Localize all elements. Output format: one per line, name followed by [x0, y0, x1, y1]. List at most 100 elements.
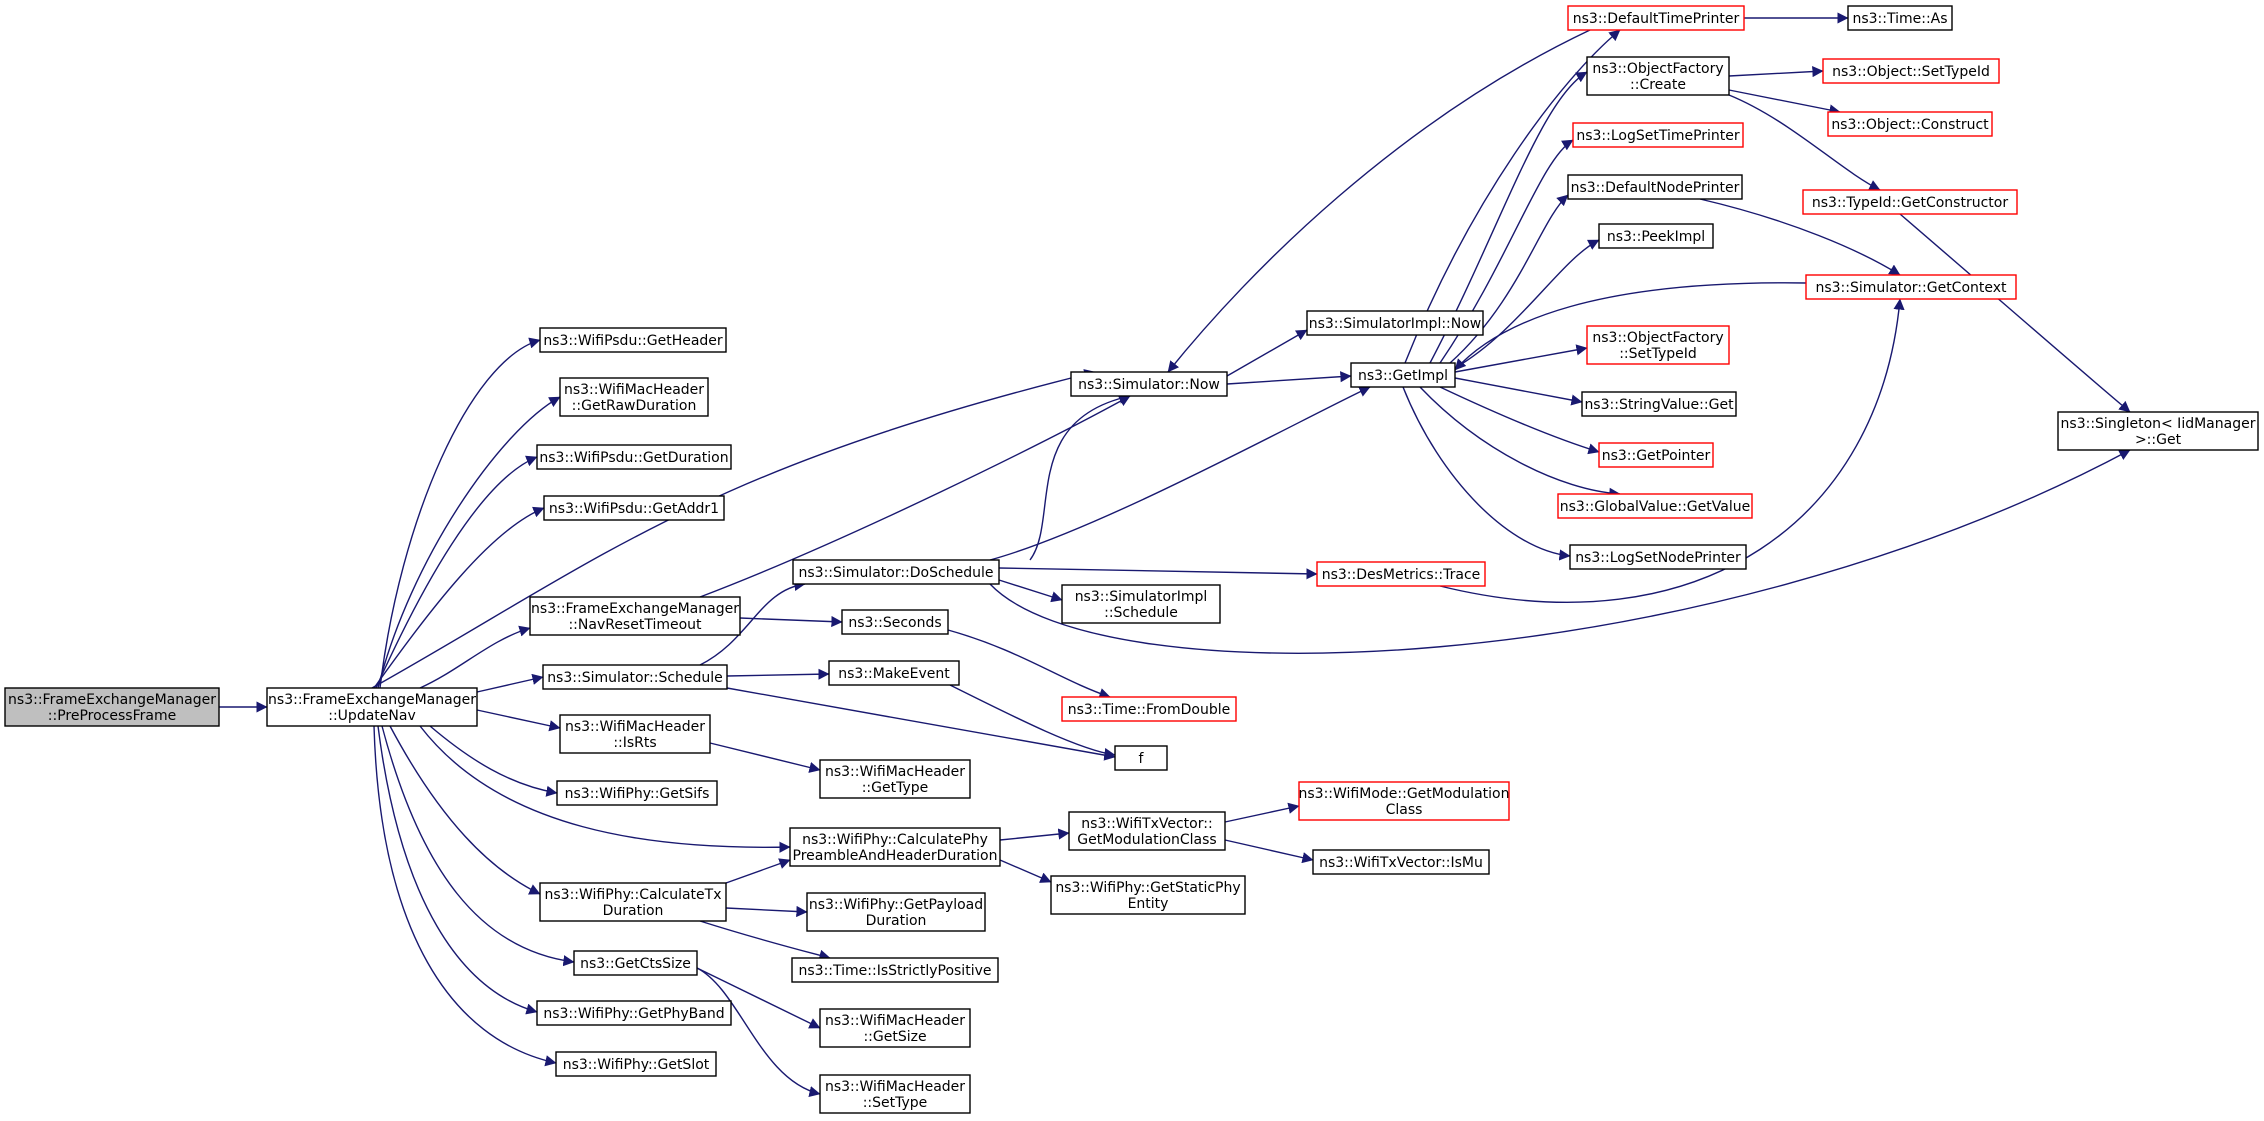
node-n42[interactable]: ns3::PeekImpl — [1598, 223, 1714, 249]
node-n0: ns3::FrameExchangeManager::PreProcessFra… — [4, 687, 220, 727]
edge-n36-to-n40 — [1728, 94, 1881, 191]
node-n15[interactable]: ns3::Simulator::DoSchedule — [792, 559, 1000, 585]
node-box — [536, 1000, 732, 1026]
edge-n1-to-n11 — [381, 725, 575, 967]
edge-n41-to-n43 — [1699, 198, 1901, 276]
node-box — [1298, 781, 1510, 821]
edge-n1-to-n7 — [476, 673, 544, 693]
node-n1[interactable]: ns3::FrameExchangeManager::UpdateNav — [266, 687, 478, 727]
node-label: ::Create — [1630, 77, 1686, 93]
node-n2[interactable]: ns3::WifiPsdu::GetHeader — [539, 327, 727, 353]
node-n5[interactable]: ns3::WifiPsdu::GetAddr1 — [543, 495, 725, 521]
node-label: ns3::WifiPsdu::GetHeader — [543, 333, 723, 349]
node-n24[interactable]: ns3::WifiMacHeader::SetType — [819, 1074, 971, 1114]
node-n12[interactable]: ns3::WifiPhy::GetPhyBand — [536, 1000, 732, 1026]
node-n48[interactable]: ns3::LogSetNodePrinter — [1569, 544, 1747, 570]
node-n40[interactable]: ns3::TypeId::GetConstructor — [1802, 189, 2018, 215]
node-n49[interactable]: ns3::Singleton< IidManager>::Get — [2057, 411, 2259, 451]
node-n9[interactable]: ns3::WifiPhy::GetSifs — [556, 780, 718, 806]
edge-n26-to-n48 — [1402, 386, 1571, 561]
node-label: ns3::WifiPhy::CalculatePhy — [802, 832, 988, 848]
node-box — [543, 495, 725, 521]
edge-n15-to-n26 — [989, 386, 1371, 561]
node-n14[interactable]: ns3::Simulator::Now — [1070, 371, 1228, 397]
node-box — [1569, 544, 1747, 570]
node-n11[interactable]: ns3::GetCtsSize — [573, 950, 698, 976]
edge-n10-to-n21 — [725, 905, 808, 918]
node-n16[interactable]: ns3::Seconds — [841, 609, 949, 635]
node-label: ns3::WifiPhy::GetSlot — [563, 1057, 710, 1073]
node-n44[interactable]: ns3::ObjectFactory::SetTypeId — [1586, 325, 1730, 365]
node-n8[interactable]: ns3::WifiMacHeader::IsRts — [559, 714, 711, 754]
node-n43[interactable]: ns3::Simulator::GetContext — [1805, 274, 2017, 300]
node-n45[interactable]: ns3::StringValue::Get — [1581, 391, 1737, 417]
node-box — [556, 780, 718, 806]
node-box — [1061, 584, 1221, 624]
node-n47[interactable]: ns3::GlobalValue::GetValue — [1557, 493, 1753, 519]
node-box — [1598, 223, 1714, 249]
node-box — [1822, 58, 2000, 84]
node-n41[interactable]: ns3::DefaultNodePrinter — [1567, 174, 1743, 200]
node-n17[interactable]: ns3::MakeEvent — [828, 660, 960, 686]
edge-n16-to-n29 — [947, 629, 1111, 699]
node-n38[interactable]: ns3::Object::Construct — [1827, 111, 1993, 137]
node-n18[interactable]: f — [1114, 745, 1168, 771]
node-label: ns3::GetCtsSize — [580, 956, 691, 972]
node-box — [1350, 362, 1456, 388]
node-n25[interactable]: ns3::SimulatorImpl::Now — [1306, 310, 1484, 336]
node-n34[interactable]: ns3::DefaultTimePrinter — [1567, 5, 1745, 31]
node-n46[interactable]: ns3::GetPointer — [1598, 442, 1714, 468]
node-n27[interactable]: ns3::SimulatorImpl::Schedule — [1061, 584, 1221, 624]
edge-n1-to-n5 — [373, 506, 545, 689]
node-n36[interactable]: ns3::ObjectFactory::Create — [1586, 56, 1730, 96]
node-label: ns3::SimulatorImpl — [1075, 589, 1208, 605]
node-label: ns3::DesMetrics::Trace — [1322, 567, 1481, 583]
node-box — [1557, 493, 1753, 519]
edge-n10-to-n20 — [725, 858, 791, 884]
node-n37[interactable]: ns3::Object::SetTypeId — [1822, 58, 2000, 84]
node-box — [828, 660, 960, 686]
node-label: ::NavResetTimeout — [568, 617, 702, 633]
node-n7[interactable]: ns3::Simulator::Schedule — [542, 664, 728, 690]
node-n23[interactable]: ns3::WifiMacHeader::GetSize — [819, 1008, 971, 1048]
node-n30[interactable]: ns3::WifiTxVector::GetModulationClass — [1068, 811, 1226, 851]
node-box — [1567, 174, 1743, 200]
edge-n11-to-n23 — [696, 967, 821, 1029]
edge-n10-to-n22 — [699, 920, 831, 961]
node-n19[interactable]: ns3::WifiMacHeader::GetType — [819, 759, 971, 799]
edge-n26-to-n41 — [1449, 194, 1569, 364]
node-n13[interactable]: ns3::WifiPhy::GetSlot — [555, 1051, 717, 1077]
node-label: ns3::Time::FromDouble — [1068, 702, 1231, 718]
node-label: ns3::LogSetNodePrinter — [1575, 550, 1741, 566]
node-box — [1070, 371, 1228, 397]
edge-n8-to-n19 — [709, 742, 821, 773]
node-n29[interactable]: ns3::Time::FromDouble — [1061, 696, 1237, 722]
node-n6[interactable]: ns3::FrameExchangeManager::NavResetTimeo… — [529, 596, 741, 636]
edge-n26-to-n42 — [1454, 239, 1600, 369]
node-n32[interactable]: ns3::WifiMode::GetModulationClass — [1298, 781, 1510, 821]
node-label: ns3::StringValue::Get — [1584, 397, 1734, 413]
edge-n30-to-n32 — [1224, 802, 1300, 823]
node-label: ns3::Object::Construct — [1831, 117, 1989, 133]
node-label: ns3::FrameExchangeManager — [531, 601, 739, 617]
node-n22[interactable]: ns3::Time::IsStrictlyPositive — [791, 957, 999, 983]
node-box — [1586, 56, 1730, 96]
node-n39[interactable]: ns3::LogSetTimePrinter — [1572, 122, 1744, 148]
node-box — [266, 687, 478, 727]
node-n4[interactable]: ns3::WifiPsdu::GetDuration — [536, 444, 732, 470]
node-n28[interactable]: ns3::DesMetrics::Trace — [1316, 561, 1486, 587]
node-n3[interactable]: ns3::WifiMacHeader::GetRawDuration — [559, 377, 709, 417]
edge-n15-to-n14 — [1029, 392, 1131, 561]
node-label: Duration — [866, 913, 927, 929]
node-label: PreambleAndHeaderDuration — [793, 848, 998, 864]
node-label: ns3::FrameExchangeManager — [268, 692, 476, 708]
node-label: >::Get — [2135, 432, 2182, 448]
node-n20[interactable]: ns3::WifiPhy::CalculatePhyPreambleAndHea… — [789, 827, 1001, 867]
edge-n26-to-n44 — [1454, 344, 1588, 373]
node-n26[interactable]: ns3::GetImpl — [1350, 362, 1456, 388]
node-n33[interactable]: ns3::WifiTxVector::IsMu — [1312, 849, 1490, 875]
node-n35[interactable]: ns3::Time::As — [1847, 5, 1953, 31]
